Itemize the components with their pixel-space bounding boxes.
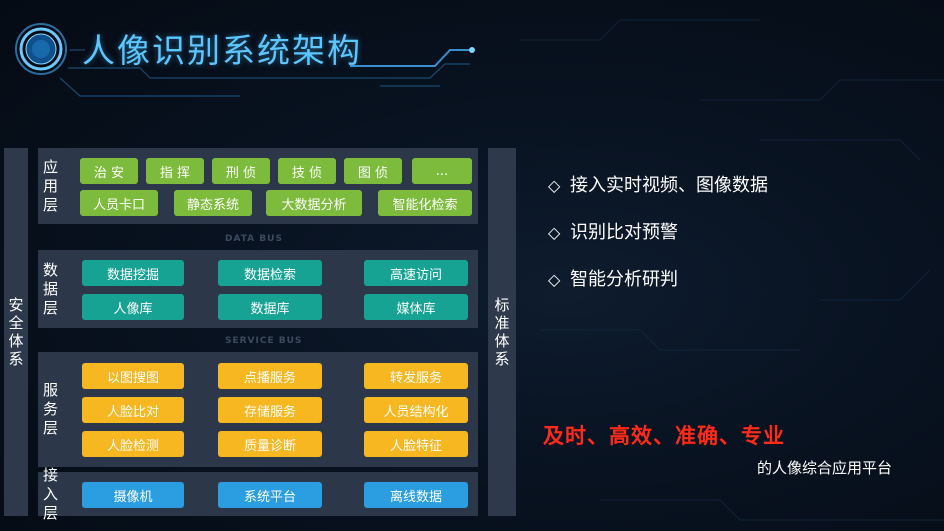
app-btn-personnel-checkpoint[interactable]: 人员卡口 [80, 190, 158, 216]
sub-slogan: 的人像综合应用平台 [757, 459, 893, 477]
access-btn-system-platform[interactable]: 系统平台 [218, 482, 322, 508]
data-btn-mining[interactable]: 数据挖掘 [82, 260, 184, 286]
app-btn-public-security[interactable]: 治 安 [80, 158, 138, 184]
service-layer: 服务层 以图搜图 点播服务 转发服务 人脸比对 存储服务 人员结构化 人脸检测 … [38, 352, 478, 467]
app-btn-smart-search[interactable]: 智能化检索 [378, 190, 472, 216]
data-btn-media-db[interactable]: 媒体库 [364, 294, 468, 320]
app-btn-command[interactable]: 指 挥 [146, 158, 204, 184]
diamond-bullet-icon: ◇ [548, 270, 561, 289]
app-btn-criminal-investigation[interactable]: 刑 侦 [212, 158, 270, 184]
layer-label: 服务层 [42, 381, 58, 437]
access-btn-offline-data[interactable]: 离线数据 [364, 482, 468, 508]
service-bus-label: SERVICE BUS [225, 336, 303, 346]
application-layer: 应用层 治 安 指 挥 刑 侦 技 侦 图 侦 ... 人员卡口 静态系统 大数… [38, 148, 478, 224]
layer-label: 数据层 [42, 260, 58, 317]
data-btn-portrait-db[interactable]: 人像库 [82, 294, 184, 320]
standard-system-label: 标准体系 [494, 296, 510, 368]
logo-ring-icon [15, 23, 67, 75]
svc-btn-search-by-image[interactable]: 以图搜图 [82, 363, 184, 389]
svc-btn-quality-diagnosis[interactable]: 质量诊断 [218, 431, 322, 457]
feature-item: ◇ 识别比对预警 [548, 218, 678, 244]
svc-btn-face-compare[interactable]: 人脸比对 [82, 397, 184, 423]
feature-item: ◇ 智能分析研判 [548, 265, 678, 291]
diamond-bullet-icon: ◇ [548, 223, 561, 242]
feature-text: 识别比对预警 [570, 222, 678, 243]
security-system-label: 安全体系 [8, 296, 24, 368]
svc-btn-storage-service[interactable]: 存储服务 [218, 397, 322, 423]
data-bus-label: DATA BUS [225, 234, 283, 244]
app-btn-big-data-analysis[interactable]: 大数据分析 [266, 190, 362, 216]
app-btn-static-system[interactable]: 静态系统 [174, 190, 252, 216]
layer-label: 应用层 [42, 157, 58, 214]
layer-label: 接入层 [42, 465, 58, 522]
standard-system-panel: 标准体系 [488, 148, 516, 516]
data-btn-database[interactable]: 数据库 [218, 294, 322, 320]
access-btn-camera[interactable]: 摄像机 [82, 482, 184, 508]
page-title: 人像识别系统架构 [82, 31, 362, 70]
access-layer: 接入层 摄像机 系统平台 离线数据 [38, 465, 478, 522]
svc-btn-face-feature[interactable]: 人脸特征 [364, 431, 468, 457]
data-layer: 数据层 数据挖掘 数据检索 高速访问 人像库 数据库 媒体库 [38, 250, 478, 328]
slogan: 及时、高效、准确、专业 [543, 424, 785, 448]
data-btn-retrieval[interactable]: 数据检索 [218, 260, 322, 286]
feature-text: 智能分析研判 [570, 269, 678, 290]
svc-btn-person-structuring[interactable]: 人员结构化 [364, 397, 468, 423]
svc-btn-vod-service[interactable]: 点播服务 [218, 363, 322, 389]
diamond-bullet-icon: ◇ [548, 176, 561, 195]
app-btn-image-investigation[interactable]: 图 侦 [344, 158, 402, 184]
app-btn-more[interactable]: ... [412, 158, 472, 184]
feature-item: ◇ 接入实时视频、图像数据 [548, 171, 768, 197]
app-btn-technical-investigation[interactable]: 技 侦 [278, 158, 336, 184]
security-system-panel: 安全体系 [4, 148, 28, 516]
svc-btn-face-detection[interactable]: 人脸检测 [82, 431, 184, 457]
data-btn-high-speed-access[interactable]: 高速访问 [364, 260, 468, 286]
svc-btn-forward-service[interactable]: 转发服务 [364, 363, 468, 389]
feature-text: 接入实时视频、图像数据 [570, 175, 768, 196]
